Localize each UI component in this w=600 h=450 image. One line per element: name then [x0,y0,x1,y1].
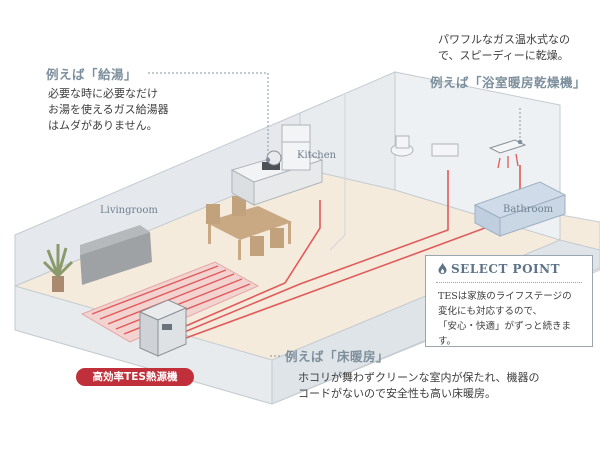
hot-water-callout-label: 例えば「給湯」 [46,67,138,82]
select-point-box: SELECT POINT TESは家族のライフステージの 変化にも対応するので、… [425,255,593,347]
room-label-bathroom: Bathroom [503,204,554,215]
bathroom-dryer-callout-label: 例えば「浴室暖房乾燥機」 [430,75,587,90]
bathroom-dryer-unit [488,139,527,169]
hot-water-callout-text: 必要な時に必要なだけ お湯を使えるガス給湯器 はムダがありません。 [48,87,169,132]
refrigerator [281,124,311,171]
wash-basin [431,143,459,157]
select-point-divider [436,282,582,283]
select-point-text: TESは家族のライフステージの 変化にも対応するので、 「安心・快適」がずっと続… [438,291,572,347]
room-label-living: Livingroom [100,205,158,216]
chairs [206,196,284,256]
select-point-title: SELECT POINT [438,262,560,276]
tes-unit-badge: 高効率TES熱源機 [76,368,194,386]
flame-icon [438,263,447,274]
select-point-title-text: SELECT POINT [451,262,561,276]
kitchen-water-heater-icon [266,150,282,166]
dining-table [205,206,292,260]
bathtub [473,181,567,237]
room-label-kitchen: Kitchen [297,150,337,161]
floor-heating-callout-label: 例えば「床暖房」 [285,349,390,364]
sofa [80,225,152,285]
tes-heat-source-unit [138,299,188,357]
floor-heating-callout-text: ホコリが舞わずクリーンな室内が保たれ、機器の コードがないので安全性も高い床暖房… [298,371,540,400]
callout-leaders [148,72,521,357]
plant [42,244,74,292]
toilet [390,135,414,157]
bathroom-dryer-callout-text: パワフルなガス温水式なの で、スピーディーに乾燥。 [438,33,570,62]
